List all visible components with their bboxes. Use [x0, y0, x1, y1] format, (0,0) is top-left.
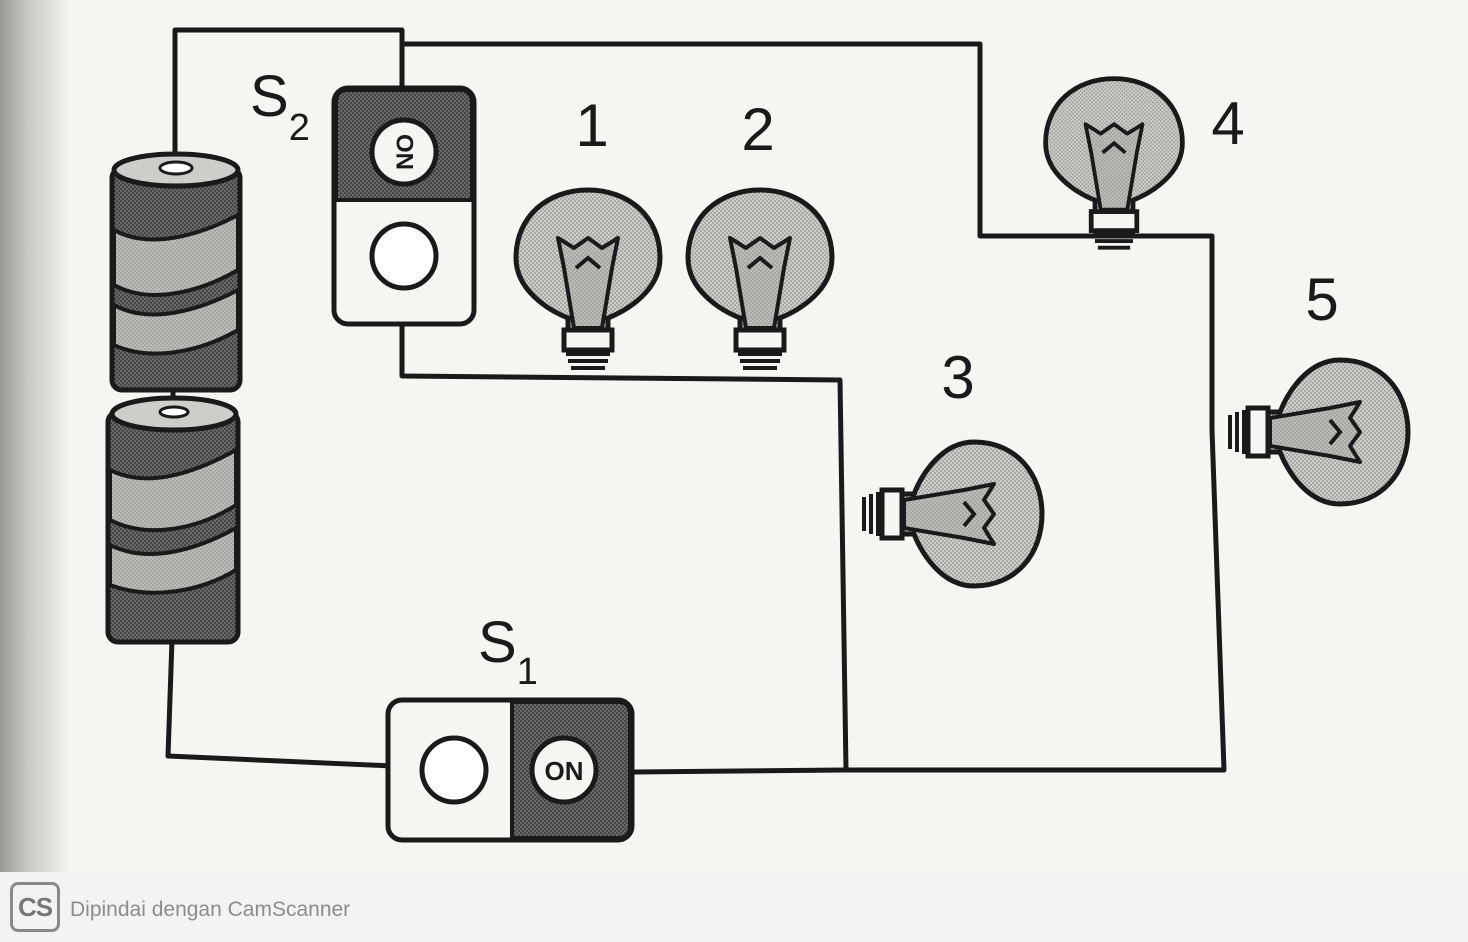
bulb-2 — [688, 190, 832, 368]
bulb-1 — [516, 190, 660, 368]
bulb-5 — [1230, 360, 1408, 504]
scanner-footer-text: Dipindai dengan CamScanner — [70, 898, 351, 921]
switch-s2[interactable]: ON — [331, 85, 477, 327]
switch-s1-off-button[interactable] — [419, 735, 489, 805]
circuit-diagram: ON S2 ON S1 1 2 3 4 5 — [105, 27, 1468, 843]
switch-s2-on-button[interactable] — [369, 117, 439, 187]
wire-bottom-left — [165, 639, 393, 769]
bulb-5-number: 5 — [1305, 266, 1338, 333]
switch-s1-label: S1 — [478, 610, 538, 693]
wire-bulb5-branch — [629, 429, 1227, 775]
bulb-3 — [864, 442, 1042, 586]
bulb-3-number: 3 — [941, 344, 974, 411]
battery-bottom — [105, 395, 241, 645]
bulb-1-number: 1 — [575, 92, 608, 159]
bulb-2-number: 2 — [741, 96, 774, 163]
switch-s2-label: S2 — [250, 64, 310, 149]
switch-s1-on-text: ON — [545, 756, 584, 786]
battery-top — [109, 151, 243, 393]
wire-s2-bottom — [399, 322, 849, 771]
wire-top — [172, 27, 1215, 430]
switch-s2-off-button[interactable] — [369, 221, 439, 291]
switch-s1[interactable]: ON — [385, 697, 635, 843]
camscanner-logo: CS — [10, 882, 60, 932]
switch-s1-on-button[interactable] — [529, 735, 599, 805]
scanner-footer — [0, 872, 1468, 942]
bulb-4-number: 4 — [1211, 90, 1244, 157]
bulb-4 — [1046, 79, 1183, 248]
switch-s2-on-text: ON — [391, 134, 418, 170]
page-edge-shadow — [0, 0, 70, 872]
